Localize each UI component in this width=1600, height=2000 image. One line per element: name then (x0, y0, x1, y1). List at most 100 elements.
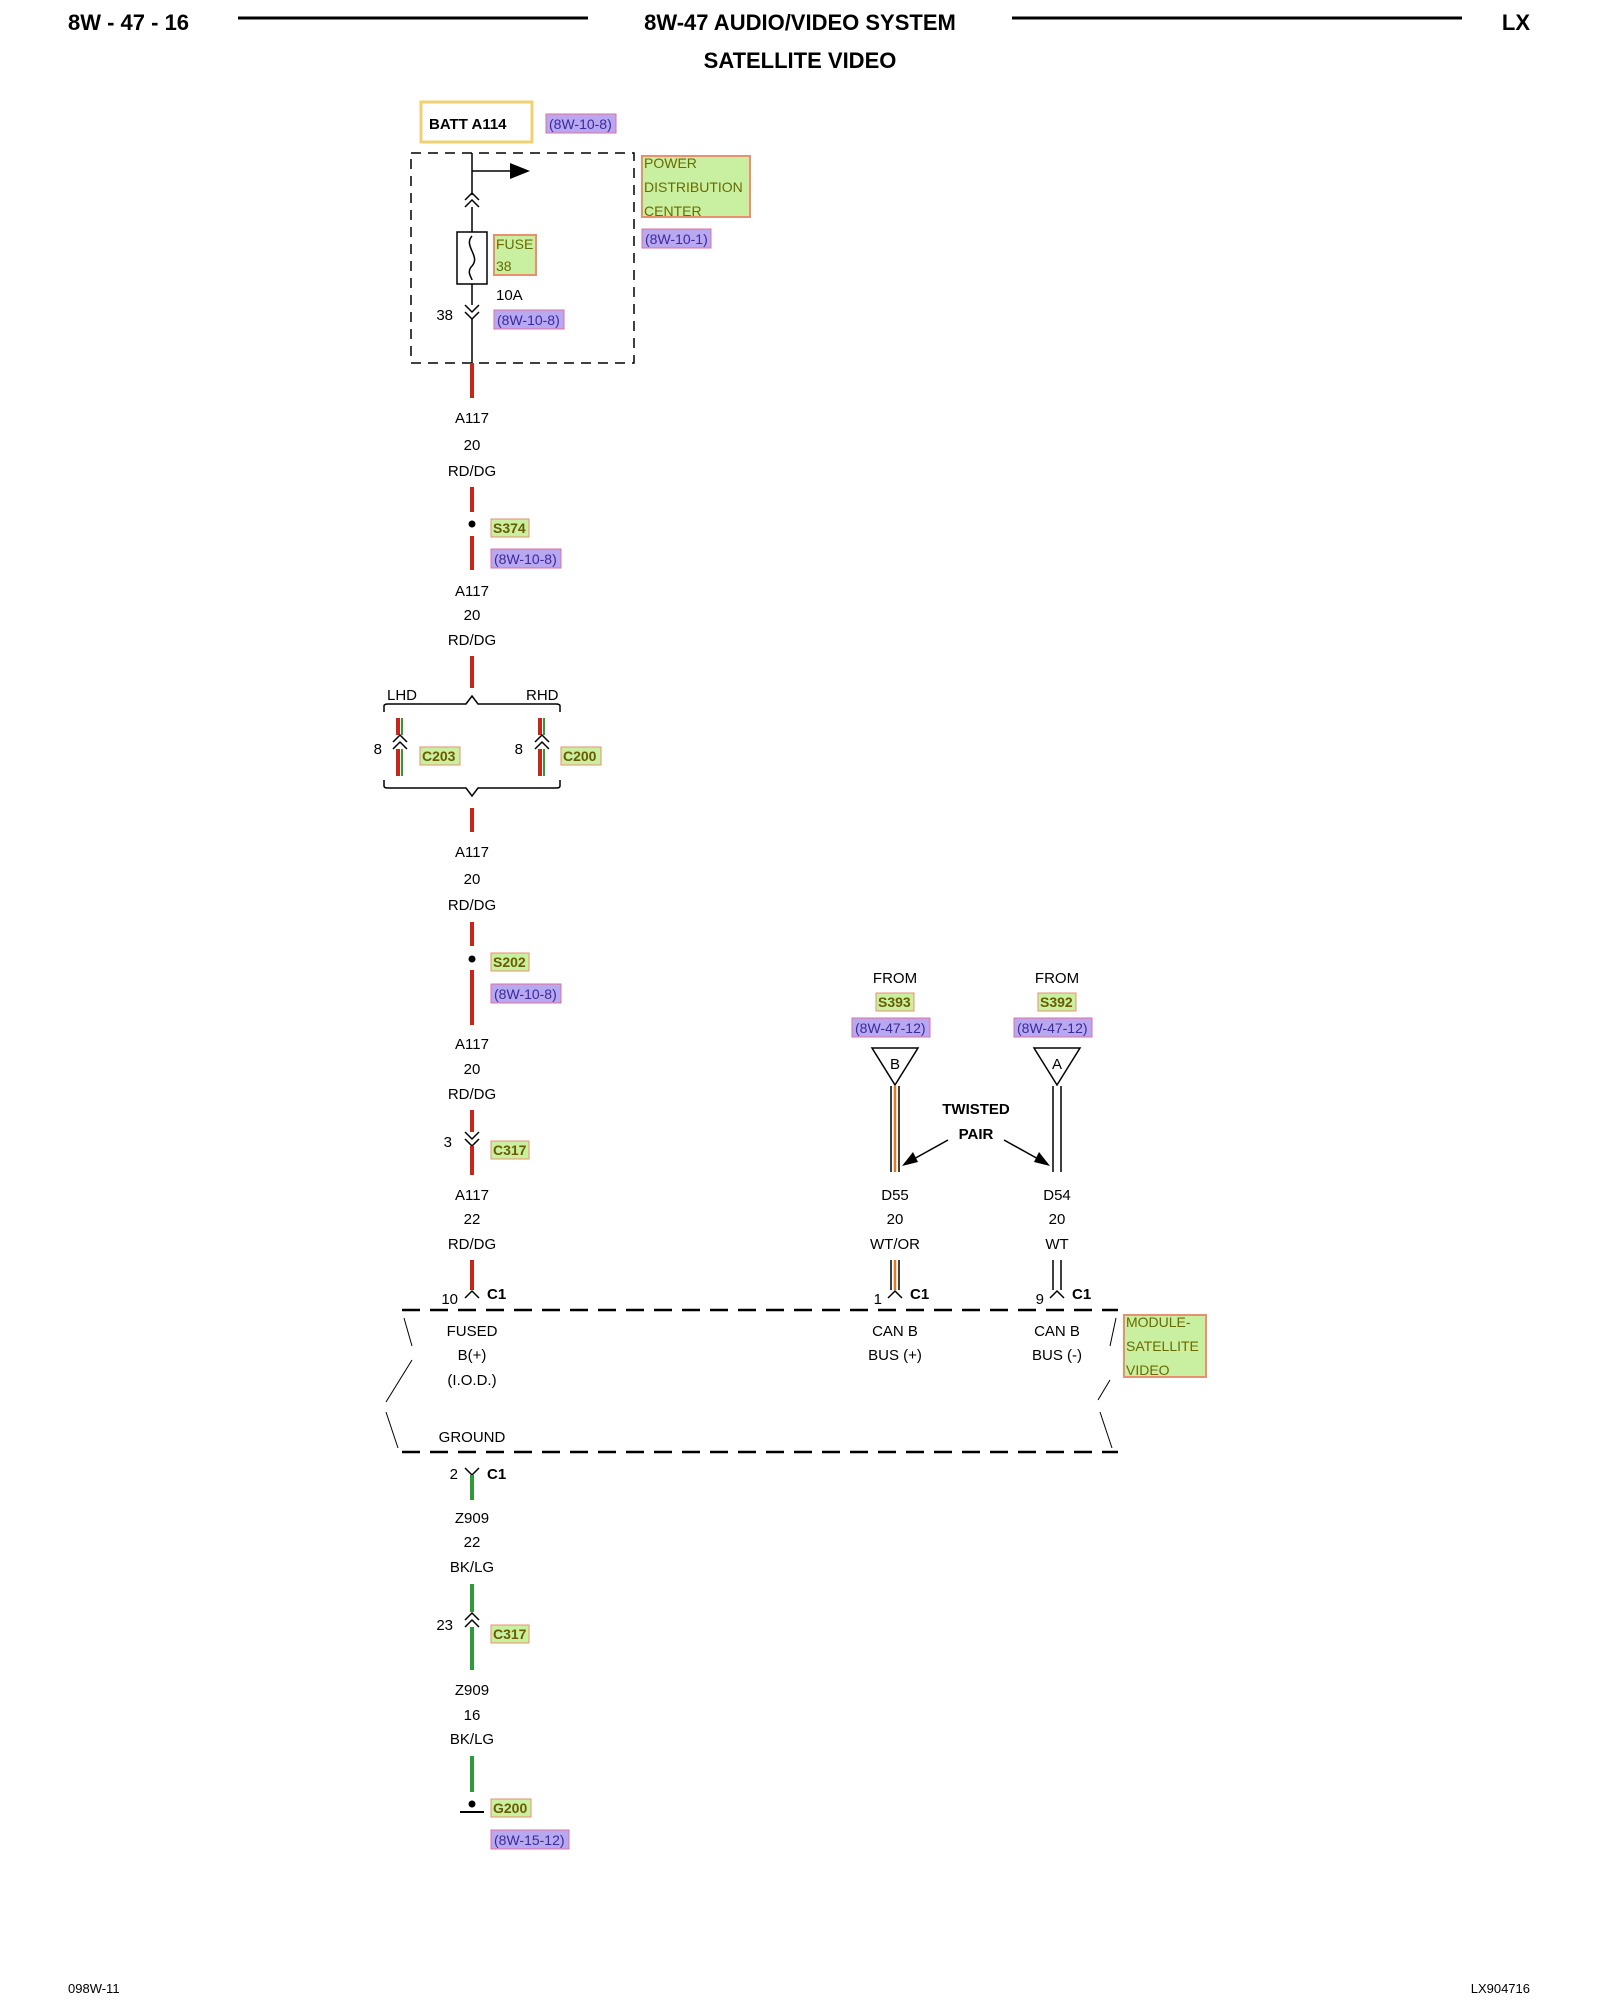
module-pin9: 9 (1036, 1291, 1044, 1308)
module-left-break (385, 1317, 413, 1449)
wire1-color: RD/DG (448, 463, 496, 480)
c317a-label[interactable]: C317 (493, 1142, 527, 1158)
s374-label[interactable]: S374 (493, 520, 526, 536)
module-canp-l2: BUS (+) (868, 1347, 922, 1364)
g200-ref-link[interactable]: (8W-15-12) (494, 1832, 565, 1848)
pdc-label-line2[interactable]: DISTRIBUTION (644, 179, 743, 195)
s393-ref-link[interactable]: (8W-47-12) (855, 1020, 926, 1036)
s374-label-bg (490, 518, 530, 538)
s202-label[interactable]: S202 (493, 954, 526, 970)
page-number: 8W - 47 - 16 (68, 10, 189, 35)
c203-label-bg (419, 746, 461, 766)
fuse-ref-link[interactable]: (8W-10-8) (497, 312, 560, 328)
s392-label[interactable]: S392 (1040, 994, 1073, 1010)
footer-left-code: 098W-11 (68, 1981, 120, 1996)
batt-ref-link[interactable]: (8W-10-8) (549, 116, 612, 132)
pdc-label-line1[interactable]: POWER (644, 155, 697, 171)
g200-label[interactable]: G200 (493, 1800, 527, 1816)
pdc-label-box (641, 155, 751, 218)
g200-label-bg (490, 1798, 532, 1818)
fuse-top-chevron-2 (464, 198, 480, 208)
module-pin9-conn: C1 (1072, 1286, 1091, 1303)
batt-label-box (419, 100, 534, 144)
vehicle-code: LX (1502, 10, 1530, 35)
module-pin2-chevron (464, 1467, 480, 1477)
c317b-pin: 23 (436, 1617, 453, 1634)
c203-chevron-2 (392, 740, 408, 750)
s393-label[interactable]: S393 (878, 994, 911, 1010)
pdc-boundary (410, 152, 635, 364)
fuse-cavity-chevron (464, 304, 480, 314)
module-pin1-conn: C1 (910, 1286, 929, 1303)
s374-ref-link[interactable]: (8W-10-8) (494, 551, 557, 567)
fuse-amperage: 10A (496, 287, 523, 304)
wire7-color: BK/LG (450, 1731, 494, 1748)
module-ground-label: GROUND (439, 1429, 506, 1446)
module-name-l2[interactable]: SATELLITE (1126, 1338, 1199, 1354)
c203-label[interactable]: C203 (422, 748, 456, 764)
wire2-gauge: 20 (464, 607, 481, 624)
c317b-chevron-2 (464, 1618, 480, 1628)
wire2-color: RD/DG (448, 632, 496, 649)
wire-d54-gauge: 20 (1049, 1211, 1066, 1228)
fuse-label-box (493, 234, 537, 276)
twisted-arrow-right-line (1003, 1139, 1041, 1161)
twisted-arrow-right-icon (1034, 1152, 1050, 1166)
module-pin2-conn: C1 (487, 1466, 506, 1483)
wire7-circuit: Z909 (455, 1682, 489, 1699)
wire3-circuit: A117 (455, 844, 489, 861)
s374-ref-bg (490, 548, 562, 569)
s392-ref-link[interactable]: (8W-47-12) (1017, 1020, 1088, 1036)
module-satellite-video (385, 1308, 1118, 1454)
pdc-ref-link[interactable]: (8W-10-1) (645, 231, 708, 247)
splice-s374-dot (468, 520, 476, 528)
wire1-gauge: 20 (464, 437, 481, 454)
module-fused-l2: B(+) (458, 1347, 487, 1364)
wire-d54-color: WT (1045, 1236, 1068, 1253)
wire4-color: RD/DG (448, 1086, 496, 1103)
pdc-bus-arrow (510, 163, 530, 179)
c200-chevron (534, 733, 550, 743)
pdc-ref-bg (641, 228, 712, 249)
wire-d54-circuit: D54 (1043, 1187, 1071, 1204)
c317a-chevron (464, 1131, 480, 1141)
from-a-label: FROM (1035, 970, 1079, 987)
wire7-gauge: 16 (464, 1707, 481, 1724)
wire3-color: RD/DG (448, 897, 496, 914)
fuse-number[interactable]: 38 (496, 258, 512, 274)
wire5-circuit: A117 (455, 1187, 489, 1204)
module-pin10-chevron (464, 1289, 480, 1299)
page-header: 8W - 47 - 16 8W-47 AUDIO/VIDEO SYSTEM LX… (68, 10, 1530, 73)
module-name-l1[interactable]: MODULE- (1126, 1314, 1191, 1330)
c200-label-bg (560, 746, 602, 766)
batt-ref-bg (545, 113, 617, 134)
module-pin1: 1 (874, 1291, 882, 1308)
wire1-circuit: A117 (455, 410, 489, 427)
fuse-label[interactable]: FUSE (496, 236, 533, 252)
twisted-label-1: TWISTED (942, 1101, 1010, 1118)
module-pin2: 2 (450, 1466, 458, 1483)
wire5-color: RD/DG (448, 1236, 496, 1253)
twisted-arrow-left-icon (902, 1152, 918, 1166)
pdc-label-line3[interactable]: CENTER (644, 203, 702, 219)
c200-label[interactable]: C200 (563, 748, 597, 764)
splice-s202-dot (468, 955, 476, 963)
s202-label-bg (490, 952, 530, 972)
batt-label: BATT A114 (429, 116, 507, 133)
module-canm-l1: CAN B (1034, 1323, 1080, 1340)
wire2-circuit: A117 (455, 583, 489, 600)
c317b-label[interactable]: C317 (493, 1626, 527, 1642)
module-canm-l2: BUS (-) (1032, 1347, 1082, 1364)
module-pin9-chevron (1049, 1289, 1065, 1299)
c317b-label-bg (490, 1624, 530, 1644)
module-name-l3[interactable]: VIDEO (1126, 1362, 1170, 1378)
wire6-color: BK/LG (450, 1559, 494, 1576)
wire-d55-color: WT/OR (870, 1236, 920, 1253)
twisted-label-2: PAIR (959, 1126, 994, 1143)
c200-pin: 8 (515, 741, 523, 758)
s202-ref-link[interactable]: (8W-10-8) (494, 986, 557, 1002)
branch-lhd-label: LHD (387, 687, 417, 704)
wire3-gauge: 20 (464, 871, 481, 888)
wire4-gauge: 20 (464, 1061, 481, 1078)
